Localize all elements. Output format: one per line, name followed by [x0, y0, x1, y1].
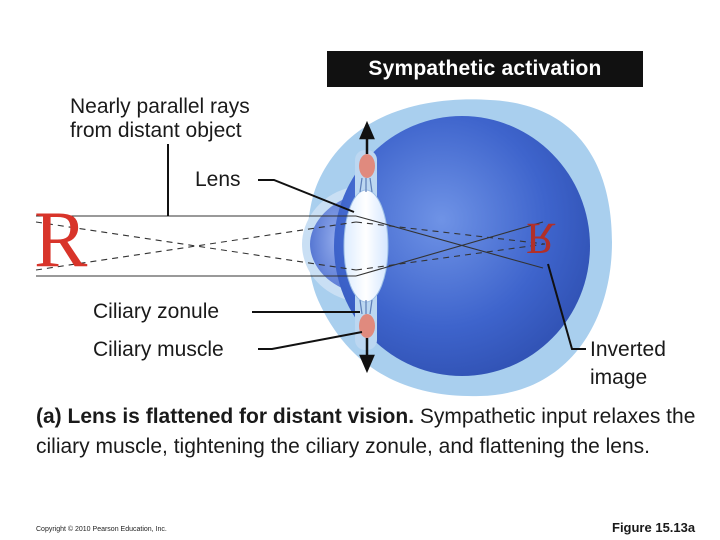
- leader-lines: [167, 144, 586, 350]
- light-rays: [35, 215, 546, 277]
- sympathetic-activation-banner: Sympathetic activation: [327, 51, 643, 87]
- ciliary-muscle: [359, 154, 375, 338]
- label-lens: Lens: [195, 168, 241, 191]
- figure-caption: (a) Lens is flattened for distant vision…: [36, 402, 696, 462]
- ciliary-zonule: [359, 177, 373, 315]
- label-rays-line2: from distant object: [70, 119, 242, 142]
- copyright: Copyright © 2010 Pearson Education, Inc.: [36, 526, 167, 533]
- tension-arrows: [359, 120, 375, 374]
- label-ciliary-zonule: Ciliary zonule: [93, 300, 220, 323]
- label-ciliary-muscle: Ciliary muscle: [93, 338, 224, 361]
- figure-number: Figure 15.13a: [612, 520, 696, 535]
- lens: [343, 189, 389, 303]
- caption-bold: (a) Lens is flattened for distant vision…: [36, 405, 415, 428]
- label-inverted-line2: image: [590, 366, 648, 389]
- inverted-image-letter-r: R: [526, 214, 556, 263]
- label-inverted-line1: Inverted: [590, 338, 666, 361]
- caption-text: Sympathetic input relaxes the ciliary mu…: [36, 405, 696, 458]
- label-rays-line1: Nearly parallel rays: [70, 95, 250, 118]
- object-letter-r: R: [34, 196, 88, 284]
